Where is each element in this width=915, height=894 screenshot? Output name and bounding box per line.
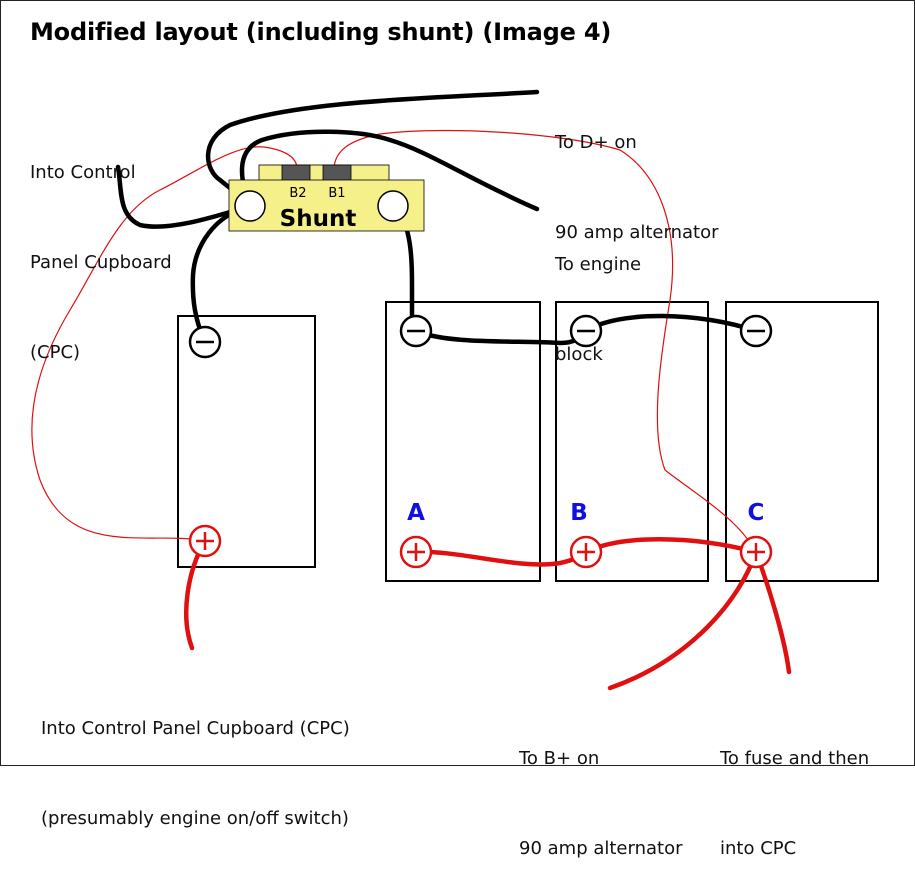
diagram-title: Modified layout (including shunt) (Image… xyxy=(30,18,612,46)
battery-a xyxy=(385,301,541,582)
label-engine-block: To engine block xyxy=(555,254,642,365)
shunt-terminal-b1 xyxy=(322,164,352,182)
label-fuse: To fuse and then into CPC xyxy=(720,748,870,859)
battery-b xyxy=(555,301,709,582)
battery-c-label: C xyxy=(748,500,765,526)
a-negative-terminal xyxy=(399,314,433,348)
label-b-plus: To B+ on 90 amp alternator xyxy=(519,748,683,859)
shunt-label: Shunt xyxy=(280,206,357,232)
black-wire-cpc-top xyxy=(115,164,253,229)
shunt-b2-label: B2 xyxy=(289,186,306,201)
black-wire-shunt-loop xyxy=(239,129,540,212)
label-d-plus: To D+ on 90 amp alternator xyxy=(555,132,719,243)
red-wire-b-plus xyxy=(607,549,759,691)
b-negative-terminal xyxy=(569,314,603,348)
battery-a-label: A xyxy=(407,500,425,526)
c-negative-terminal xyxy=(739,314,773,348)
a-positive-terminal xyxy=(399,535,433,569)
left-positive-terminal xyxy=(188,524,222,558)
label-cpc-top: Into Control Panel Cupboard (CPC) xyxy=(30,162,172,363)
wiring-diagram: B2 B1 Shunt A B C xyxy=(31,89,879,691)
shunt-left-terminal xyxy=(234,190,266,222)
battery-left xyxy=(177,315,316,568)
black-wire-left-negative xyxy=(190,203,253,345)
thin-red-wire-b1 xyxy=(333,129,755,551)
shunt-b1-label: B1 xyxy=(328,186,345,201)
c-positive-terminal xyxy=(739,535,773,569)
shunt-right-terminal xyxy=(377,190,409,222)
battery-c xyxy=(725,301,879,582)
shunt-terminal-b2 xyxy=(281,164,311,182)
battery-b-label: B xyxy=(570,500,588,526)
left-negative-terminal xyxy=(188,325,222,359)
b-positive-terminal xyxy=(569,535,603,569)
thin-red-wire-b2 xyxy=(31,146,298,542)
label-cpc-bottom: Into Control Panel Cupboard (CPC) (presu… xyxy=(41,718,350,829)
